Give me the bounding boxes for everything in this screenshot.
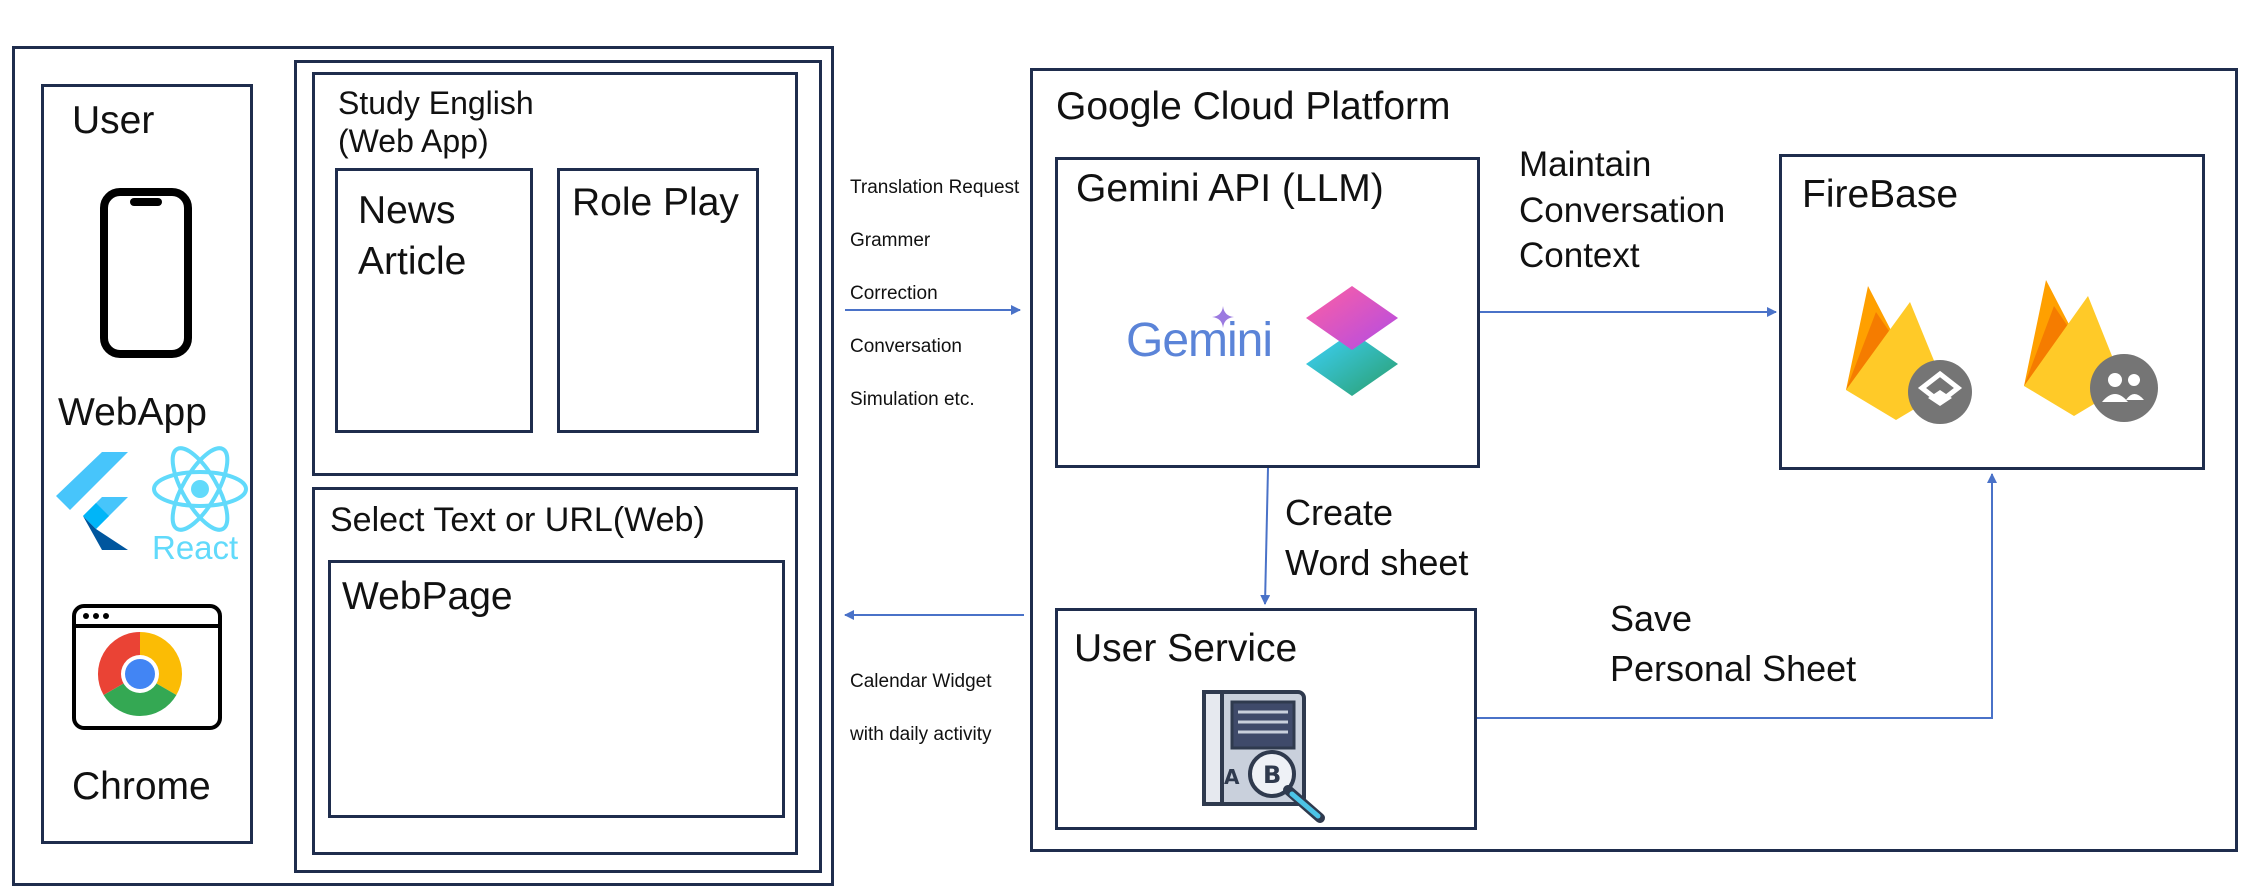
gcp-title: Google Cloud Platform: [1056, 85, 1451, 128]
study-english-title: Study English (Web App): [338, 84, 534, 161]
request-line-1: Translation Request: [850, 176, 1020, 198]
arrow-gemini-to-userservice: [1260, 467, 1271, 605]
role-play-card[interactable]: [557, 168, 759, 433]
arrow-userservice-to-firebase: [1477, 473, 1997, 719]
save-personal-sheet-label: Save Personal Sheet: [1610, 594, 1856, 695]
user-title: User: [72, 99, 155, 142]
dictionary-icon: A B: [1202, 690, 1325, 823]
gemini-api-box: [1055, 157, 1480, 468]
webpage-frame[interactable]: [328, 560, 785, 818]
request-line-3: Correction: [850, 282, 938, 304]
news-line1: News: [358, 189, 456, 232]
study-english-line1: Study English: [338, 85, 534, 121]
webapp-label: WebApp: [58, 391, 207, 434]
response-line-2: with daily activity: [850, 723, 992, 745]
news-article-label: News Article: [358, 186, 466, 287]
news-article-card[interactable]: [335, 168, 533, 433]
svg-text:B: B: [1263, 761, 1281, 789]
role-play-label: Role Play: [572, 181, 739, 224]
firebase-label: FireBase: [1802, 173, 1959, 216]
maintain-line-1: Maintain: [1519, 145, 1652, 184]
svg-text:A: A: [1224, 765, 1240, 789]
webpage-label: WebPage: [342, 575, 513, 618]
create-line-2: Word sheet: [1285, 542, 1469, 584]
react-label: React: [152, 529, 239, 566]
smartphone-icon: [100, 188, 192, 358]
firebase-hosting-icon: [1846, 286, 1972, 424]
react-icon: [152, 446, 248, 532]
request-line-5: Simulation etc.: [850, 389, 975, 411]
sparkle-icon: [1212, 306, 1234, 328]
response-line-1: Calendar Widget: [850, 670, 992, 692]
news-line2: Article: [358, 239, 467, 283]
response-annotation: Calendar Widget with daily activity: [850, 642, 992, 775]
create-line-1: Create: [1285, 492, 1394, 533]
user-service-label: User Service: [1074, 627, 1298, 670]
gemini-logo: Gemini: [1126, 314, 1273, 367]
select-text-label: Select Text or URL(Web): [330, 501, 705, 539]
maintain-context-label: Maintain Conversation Context: [1519, 142, 1725, 279]
chrome-label: Chrome: [72, 765, 211, 808]
request-annotation: Translation Request Grammer Correction C…: [850, 148, 1019, 441]
shortcuts-icon: [1306, 286, 1398, 396]
chrome-icon: [72, 604, 222, 730]
request-line-4: Conversation: [850, 336, 962, 358]
gemini-api-label: Gemini API (LLM): [1076, 167, 1384, 210]
maintain-line-3: Context: [1519, 236, 1640, 275]
request-line-2: Grammer: [850, 229, 931, 251]
flutter-icon: [56, 452, 128, 550]
firebase-auth-icon: [2024, 280, 2158, 422]
save-line-1: Save: [1610, 598, 1693, 639]
save-line-2: Personal Sheet: [1610, 648, 1857, 690]
create-word-sheet-label: Create Word sheet: [1285, 488, 1468, 589]
study-english-line2: (Web App): [338, 123, 489, 160]
maintain-line-2: Conversation: [1519, 190, 1726, 230]
